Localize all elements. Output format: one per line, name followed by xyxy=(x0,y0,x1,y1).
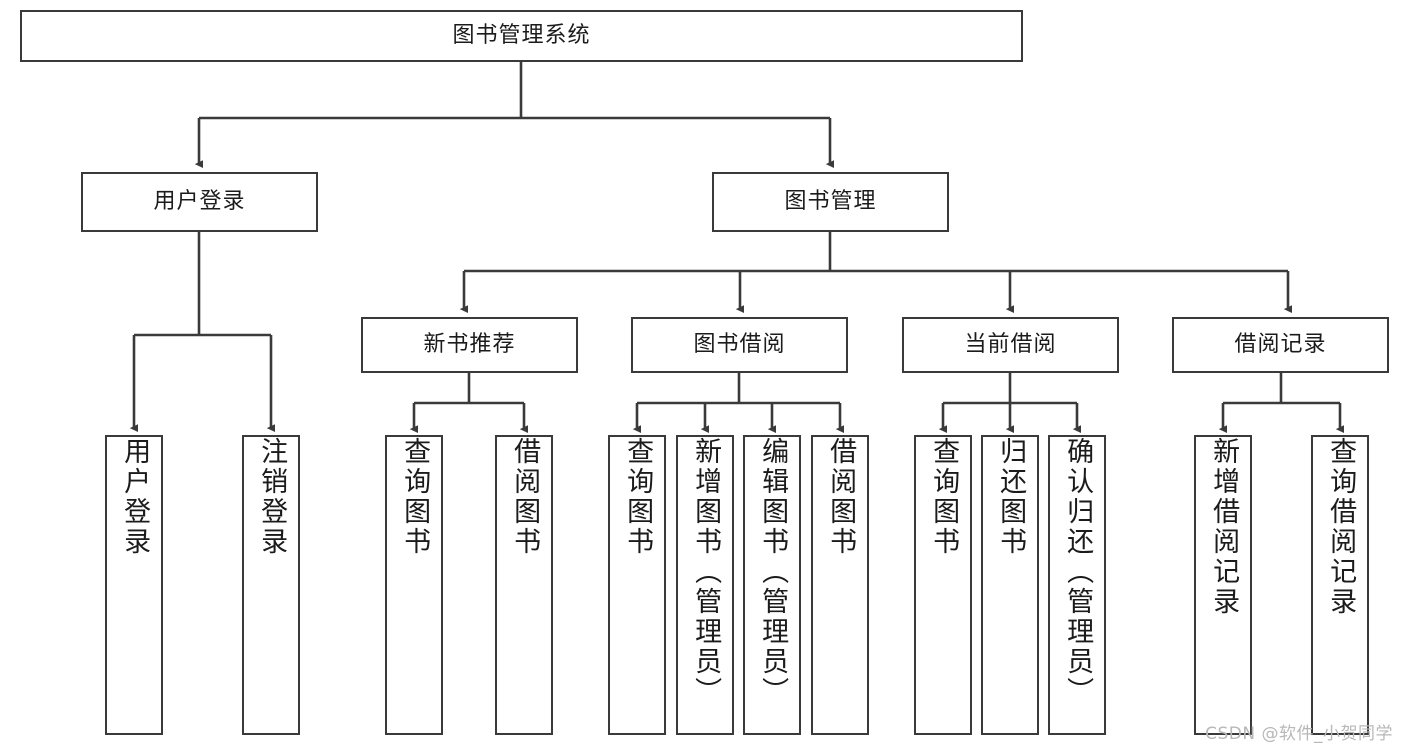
node-root-label: 图书管理系统 xyxy=(452,22,591,48)
node-borrow-record[interactable]: 借阅记录 xyxy=(1172,317,1389,373)
leaf-query-book-1[interactable]: 查询图书 xyxy=(385,435,443,735)
leaf-add-record-label: 新增借阅记录 xyxy=(1208,437,1240,617)
csdn-watermark: CSDN @软件_小贺同学 xyxy=(1205,724,1393,744)
leaf-add-book-label: 新增图书（管理员） xyxy=(690,437,722,707)
node-new-book-recommend-label: 新书推荐 xyxy=(423,331,516,357)
node-user-login-label: 用户登录 xyxy=(153,188,246,214)
leaf-return-book-label: 归还图书 xyxy=(995,437,1027,557)
node-book-borrow[interactable]: 图书借阅 xyxy=(631,317,848,373)
leaf-borrow-book-2[interactable]: 借阅图书 xyxy=(811,435,869,735)
node-book-borrow-label: 图书借阅 xyxy=(693,331,786,357)
node-book-management[interactable]: 图书管理 xyxy=(712,172,949,232)
leaf-user-logout-label: 注销登录 xyxy=(256,437,288,557)
leaf-query-book-1-label: 查询图书 xyxy=(399,437,431,557)
leaf-edit-book[interactable]: 编辑图书（管理员） xyxy=(743,435,801,735)
leaf-query-book-2[interactable]: 查询图书 xyxy=(608,435,666,735)
leaf-borrow-book-1[interactable]: 借阅图书 xyxy=(495,435,553,735)
leaf-user-logout[interactable]: 注销登录 xyxy=(242,435,300,735)
leaf-borrow-book-2-label: 借阅图书 xyxy=(825,437,857,557)
node-root[interactable]: 图书管理系统 xyxy=(20,10,1023,62)
node-current-borrow-label: 当前借阅 xyxy=(964,331,1057,357)
leaf-query-record-label: 查询借阅记录 xyxy=(1325,437,1357,617)
leaf-user-login[interactable]: 用户登录 xyxy=(105,435,163,735)
leaf-confirm-return[interactable]: 确认归还（管理员） xyxy=(1048,435,1106,735)
node-borrow-record-label: 借阅记录 xyxy=(1234,331,1327,357)
node-book-management-label: 图书管理 xyxy=(784,188,877,214)
leaf-query-book-2-label: 查询图书 xyxy=(622,437,654,557)
leaf-query-book-3-label: 查询图书 xyxy=(928,437,960,557)
leaf-add-record[interactable]: 新增借阅记录 xyxy=(1194,435,1252,735)
leaf-confirm-return-label: 确认归还（管理员） xyxy=(1062,437,1094,707)
node-new-book-recommend[interactable]: 新书推荐 xyxy=(361,317,578,373)
node-current-borrow[interactable]: 当前借阅 xyxy=(902,317,1119,373)
leaf-user-login-label: 用户登录 xyxy=(119,437,151,557)
leaf-query-book-3[interactable]: 查询图书 xyxy=(914,435,972,735)
leaf-return-book[interactable]: 归还图书 xyxy=(981,435,1039,735)
leaf-query-record[interactable]: 查询借阅记录 xyxy=(1311,435,1369,735)
leaf-edit-book-label: 编辑图书（管理员） xyxy=(757,437,789,707)
node-user-login[interactable]: 用户登录 xyxy=(81,172,318,232)
leaf-add-book[interactable]: 新增图书（管理员） xyxy=(676,435,734,735)
leaf-borrow-book-1-label: 借阅图书 xyxy=(509,437,541,557)
